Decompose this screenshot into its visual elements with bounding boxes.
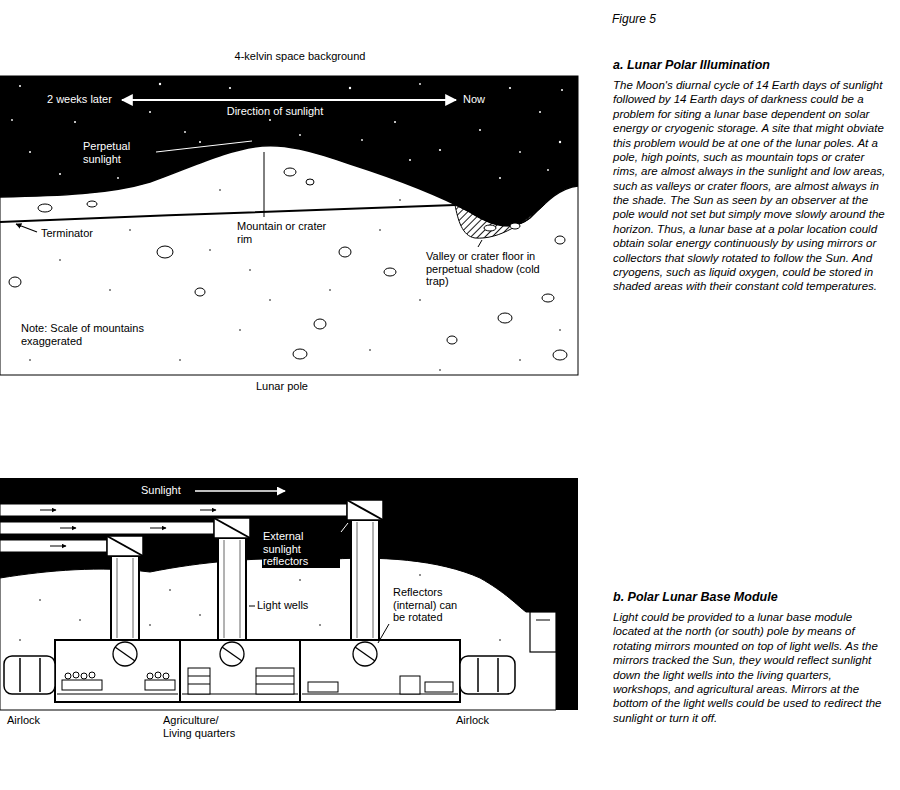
leader-line — [478, 240, 482, 247]
polar-illumination-panel — [0, 76, 578, 375]
arrow-label: Direction of sunlight — [210, 105, 340, 118]
panel-label: Lunar pole — [255, 380, 309, 393]
line-label: Terminator — [40, 227, 94, 240]
caption-heading: a. Lunar Polar Illumination — [612, 58, 892, 72]
base-module-panel — [0, 478, 578, 710]
leader-arrow — [16, 224, 37, 232]
leader-line — [249, 606, 255, 607]
moon-rocks — [9, 168, 567, 360]
figure-number: Figure 5 — [612, 12, 656, 26]
internal-reflectors — [113, 642, 377, 666]
leader-line — [264, 152, 265, 217]
beam-label: Sunlight — [140, 484, 182, 497]
time-label: 2 weeks later — [46, 93, 113, 106]
caption-body: The Moon's diurnal cycle of 14 Earth day… — [612, 78, 892, 294]
leader-line — [341, 523, 348, 532]
caption-heading: b. Polar Lunar Base Module — [612, 590, 892, 604]
sunlight-arrow — [195, 490, 285, 492]
leader-line — [378, 624, 389, 643]
light-well — [347, 500, 383, 640]
part-label: Airlock — [455, 714, 490, 727]
leader-line — [156, 141, 252, 152]
note: Note: Scale of mountains exaggerated — [20, 322, 170, 347]
part-label: Airlock — [6, 714, 41, 727]
part-label: External sunlight reflectors — [262, 530, 340, 568]
stars — [11, 83, 563, 179]
feature-label: Mountain or crater rim — [236, 220, 328, 245]
module-interior — [57, 668, 458, 694]
terminator-line — [0, 205, 455, 222]
part-label: Agriculture/ Living quarters — [162, 714, 244, 739]
airlock — [4, 656, 515, 694]
base-module — [55, 640, 460, 702]
shadow-region — [455, 204, 545, 238]
regolith-cover — [0, 558, 556, 710]
entry-structure — [530, 612, 556, 652]
region-label: Valley or crater floor in perpetual shad… — [425, 250, 543, 288]
time-label: Now — [462, 93, 486, 106]
space-sky — [0, 76, 578, 226]
region-label: Perpetual sunlight — [82, 140, 154, 165]
part-label: Light wells — [256, 599, 309, 612]
part-label: Reflectors (internal) can be rotated — [392, 586, 472, 624]
caption-body: Light could be provided to a lunar base … — [612, 610, 892, 725]
sunlight-direction-arrow — [122, 99, 456, 101]
light-well — [214, 518, 250, 640]
background-label: 4-kelvin space background — [190, 50, 410, 63]
light-well — [107, 536, 143, 640]
